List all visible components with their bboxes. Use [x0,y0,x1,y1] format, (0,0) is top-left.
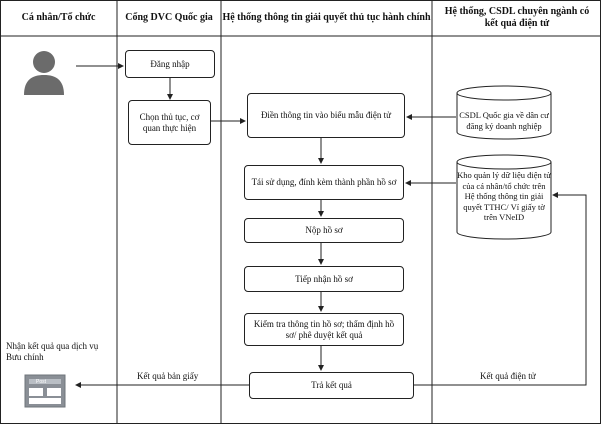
lane-header-portal: Cổng DVC Quốc gia [125,12,213,23]
lane-header-system: Hệ thống thông tin giải quyết thủ tục hà… [222,12,431,23]
paper-result-label: Kết quả bản giấy [137,371,199,381]
step-receive: Tiếp nhận hồ sơ [244,266,404,292]
lane-header-citizen: Cá nhân/Tổ chức [21,12,96,23]
person-icon [24,51,64,95]
arrow-electronic-result [414,192,587,386]
lane-header-databases: Hệ thống, CSDL chuyên ngành có kết quả đ… [444,6,590,29]
step-choose-procedure: Chọn thủ tục, cơ quan thực hiện [128,100,211,145]
step-submit: Nộp hồ sơ [244,218,404,243]
step-login: Đăng nhập [125,50,215,78]
step-fill-form: Điền thông tin vào biểu mẫu điện tử [247,93,405,138]
step-return-result: Trả kết quả [249,372,414,399]
postbox-icon: Post [24,374,66,408]
national-db-label: CSDL Quốc gia về dân cư đăng ký doanh ng… [459,110,549,131]
data-store-cylinder [456,154,552,240]
electronic-result-label: Kết quả điện tử [480,371,536,381]
step-review: Kiểm tra thông tin hồ sơ; thẩm định hồ s… [244,313,404,346]
national-db-cylinder [456,85,552,140]
svg-text:Post: Post [36,379,47,385]
data-store-label: Kho quản lý dữ liệu điện tử của cá nhân/… [457,170,551,222]
step-reuse-attach: Tái sử dụng, đính kèm thành phần hồ sơ [244,165,404,200]
postal-receive-label: Nhận kết quả qua dịch vụ Bưu chính [6,341,99,362]
